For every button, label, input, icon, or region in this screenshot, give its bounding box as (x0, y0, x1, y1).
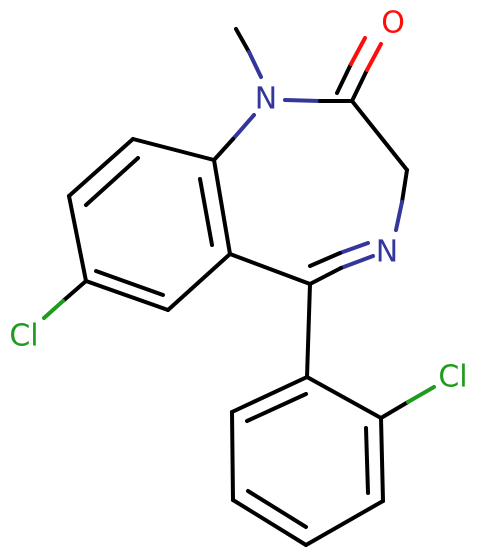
bond-c2p-cl-green (406, 385, 436, 404)
bond-c4p-c5p (231, 498, 308, 547)
bond-c3-n4-blue (394, 200, 404, 232)
nitrogen-atom-n4: N (376, 235, 398, 270)
bond-c9a-c5a-inner (198, 177, 214, 247)
bond-n1-c2 (283, 98, 322, 103)
bond-c7-cl-green (42, 299, 65, 320)
bond-c9-c9a (131, 137, 216, 162)
bond-n1-c9a-carbon (212, 137, 235, 162)
nitrogen-atom-n1: N (255, 82, 277, 117)
bond-c5-c5a (228, 252, 312, 286)
bond-n4-c5-2-carbon (308, 251, 342, 268)
bond-c2-c3 (350, 99, 409, 172)
bond-c2p-c3p (379, 416, 385, 503)
bond-c6p-c1p (230, 375, 309, 414)
chlorine-atom-c7: Cl (9, 319, 38, 354)
bond-c2-o-2 (335, 62, 353, 95)
bond-n4-c5-1-carbon (308, 266, 343, 286)
bond-c3p-c4p (304, 499, 385, 547)
bond-c7-c8 (67, 194, 88, 283)
bond-c1p-c2p (305, 375, 383, 420)
bond-c5p-c6p (230, 410, 235, 502)
bond-c7-cl (61, 279, 88, 303)
bond-c5a-c6 (166, 252, 232, 312)
bond-c4p-c5p-inner (246, 489, 308, 529)
bond-c6p-c1p-inner (245, 392, 308, 423)
bond-c8-c9 (67, 137, 135, 198)
bond-c2p-c3p-inner (364, 426, 370, 495)
bond-c6-c7 (84, 279, 170, 312)
bond-c2-o-1-red (365, 42, 383, 72)
bond-c2p-cl (379, 400, 410, 420)
oxygen-atom: O (381, 6, 405, 41)
bond-n4-c5-2 (338, 241, 370, 255)
bond-n1-c9a (231, 113, 256, 141)
bond-methyl-n1-colored (247, 50, 263, 79)
bond-c9a-c5a (212, 158, 232, 256)
bond-c5-c1p (305, 282, 312, 379)
bond-c2-o-2-red (349, 36, 367, 66)
bond-c6-c7-inner (94, 269, 165, 297)
bond-methyl-n1 (234, 27, 251, 54)
bond-c3-n4 (400, 168, 409, 204)
chlorine-atom-c2-prime: Cl (438, 360, 467, 395)
bond-c8-c9-inner (84, 156, 140, 207)
bond-c2-o-1 (350, 68, 369, 103)
bond-n4-c5-1 (339, 254, 375, 270)
